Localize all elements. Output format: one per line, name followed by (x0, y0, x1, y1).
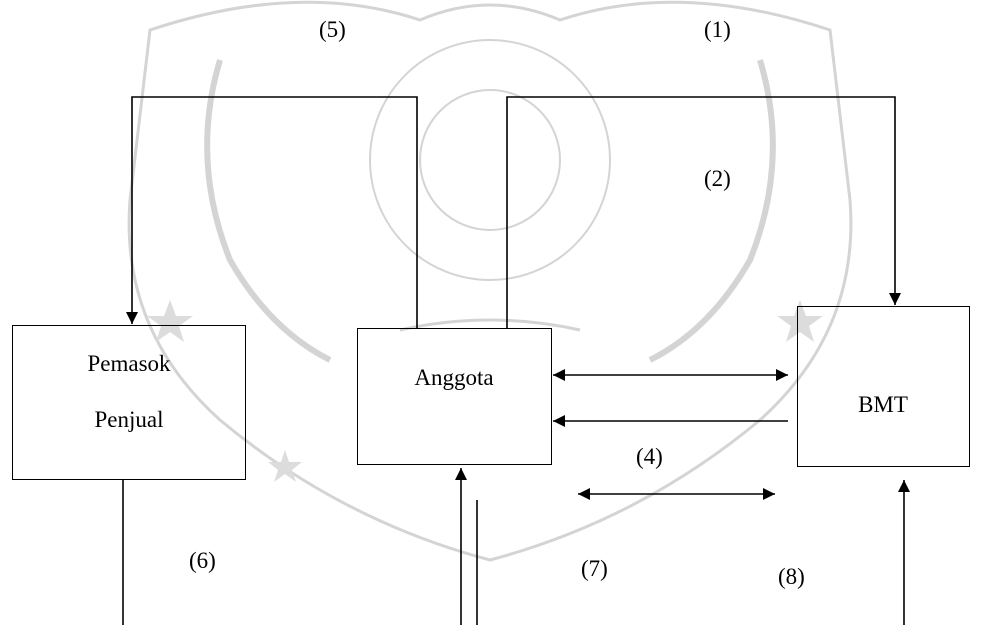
flow-label-5: (5) (319, 17, 346, 42)
arrow-member-to-bmt-top (506, 96, 901, 328)
bmt-box (797, 306, 970, 467)
flow-label-8: (8) (778, 564, 805, 589)
flow-label-4: (4) (636, 444, 663, 469)
bmt-label: BMT (858, 392, 908, 417)
member-box (357, 328, 552, 465)
flow-label-1: (1) (704, 17, 731, 42)
supplier-box (12, 325, 246, 480)
flow-label-7: (7) (581, 556, 608, 581)
flow-label-2: (2) (704, 166, 731, 191)
supplier-label-line2: Penjual (94, 407, 164, 432)
arrow-member-to-supplier (126, 96, 418, 328)
supplier-label-line1: Pemasok (87, 351, 171, 376)
flow-label-6: (6) (189, 548, 216, 573)
member-label: Anggota (414, 365, 494, 390)
